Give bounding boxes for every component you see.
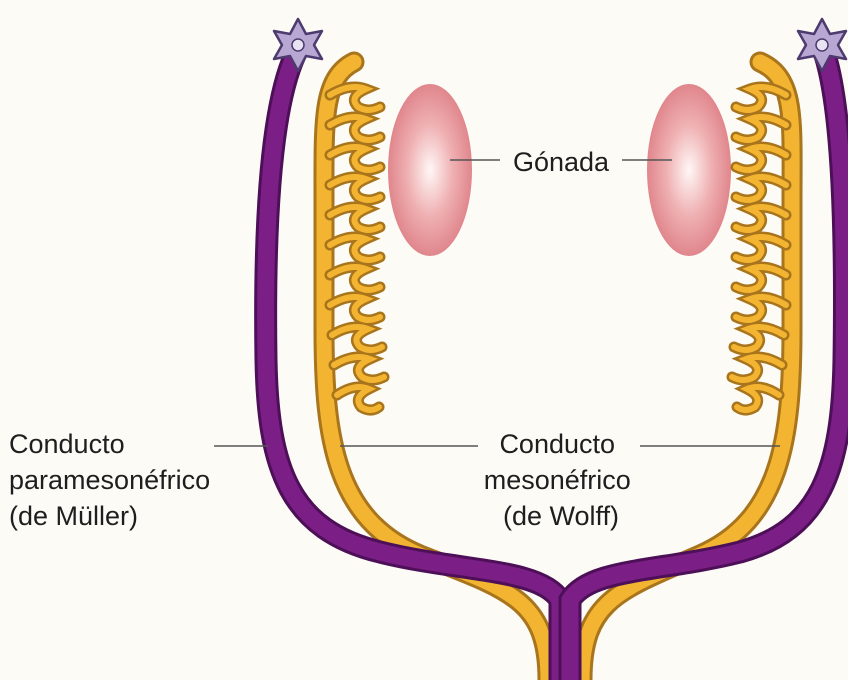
mesonephric-tubules-right [732, 87, 786, 410]
gonad-label: Gónada [513, 147, 610, 177]
paramesonephric-label-line2: paramesonéfrico [9, 465, 210, 495]
paramesonephric-label: Conducto paramesonéfrico (de Müller) [9, 429, 218, 531]
mesonephric-label-line2: mesonéfrico [484, 465, 631, 495]
paramesonephric-label-line1: Conducto [9, 429, 125, 459]
mesonephric-label: Conducto mesonéfrico (de Wolff) [484, 429, 639, 531]
mesonephric-label-line3: (de Wolff) [503, 501, 619, 531]
gonad-right [647, 84, 731, 256]
gonad-left [388, 84, 472, 256]
mesonephric-tubules-left [330, 87, 384, 410]
paramesonephric-label-line3: (de Müller) [9, 501, 138, 531]
mesonephric-label-line1: Conducto [499, 429, 615, 459]
